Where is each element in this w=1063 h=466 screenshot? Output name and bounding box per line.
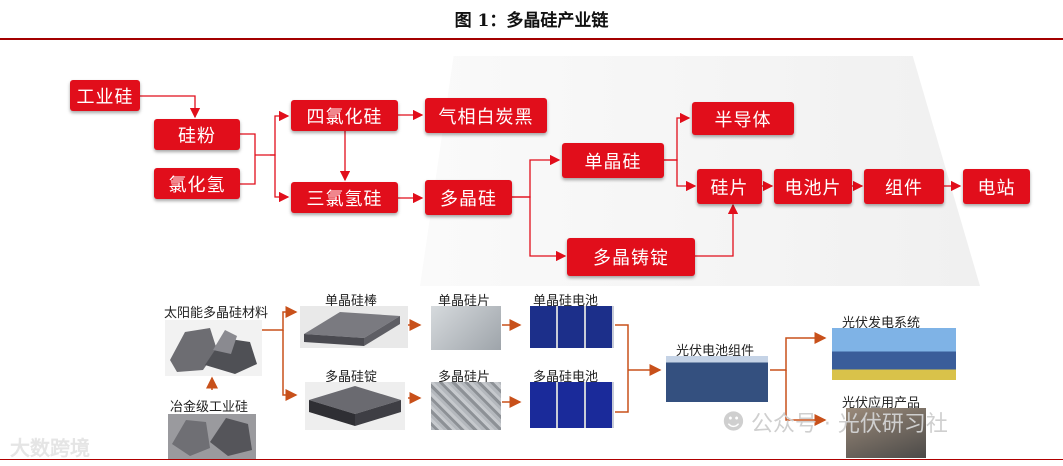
- poly-cell-image: [530, 382, 614, 428]
- box-trichlorosilane: 三氯氢硅: [291, 182, 398, 213]
- poly-ingot-image: [305, 382, 405, 430]
- wechat-icon: ☻: [722, 409, 745, 435]
- box-semiconductor: 半导体: [692, 102, 794, 135]
- box-fumed-silica: 气相白炭黑: [425, 98, 547, 133]
- watermark-right: ☻ 公众号 · 光伏研习社: [722, 406, 948, 438]
- mono-wafer-image: [431, 306, 501, 350]
- pv-module-image: [666, 356, 768, 402]
- label-mono-wafer: 单晶硅片: [438, 294, 491, 309]
- mono-cell-image: [530, 306, 614, 348]
- label-pv-module: 光伏电池组件: [676, 344, 755, 359]
- box-module: 组件: [864, 169, 944, 204]
- watermark-left: 大数跨境: [10, 436, 90, 460]
- title-divider: [0, 38, 1063, 40]
- figure-title: 图 1：多晶硅产业链: [454, 11, 609, 31]
- label-poly-wafer: 多晶硅片: [438, 370, 491, 385]
- box-wafer: 硅片: [697, 169, 762, 204]
- metallurgical-silicon-image: [168, 414, 256, 459]
- box-solar-cell: 电池片: [774, 169, 852, 204]
- box-industrial-silicon: 工业硅: [70, 80, 140, 111]
- box-silicon-tetrachloride: 四氯化硅: [291, 100, 398, 131]
- box-monocrystalline-silicon: 单晶硅: [562, 143, 664, 178]
- box-hydrogen-chloride: 氯化氢: [154, 168, 240, 199]
- label-poly-ingot: 多晶硅锭: [325, 370, 378, 385]
- label-mono-cell: 单晶硅电池: [533, 294, 599, 309]
- poly-wafer-image: [431, 382, 501, 430]
- label-pv-application-products: 光伏应用产品: [842, 396, 921, 411]
- box-power-station: 电站: [963, 169, 1030, 204]
- bottom-divider: [0, 459, 1063, 460]
- raw-silicon-chunk-image: [165, 320, 262, 376]
- pv-application-products-image: [846, 408, 926, 458]
- box-silicon-powder: 硅粉: [154, 119, 240, 150]
- label-metallurgical-silicon: 冶金级工业硅: [170, 400, 249, 415]
- label-pv-power-system: 光伏发电系统: [842, 316, 921, 331]
- pv-power-system-image: [832, 328, 956, 380]
- mono-rod-image: [300, 306, 408, 348]
- box-multicrystalline-ingot: 多晶铸锭: [567, 238, 695, 276]
- label-solar-polysilicon-material: 太阳能多晶硅材料: [164, 306, 269, 321]
- label-mono-rod: 单晶硅棒: [325, 294, 378, 309]
- label-poly-cell: 多晶硅电池: [533, 370, 599, 385]
- watermark-right-text: 公众号 · 光伏研习社: [750, 412, 948, 437]
- box-polysilicon: 多晶硅: [425, 180, 512, 215]
